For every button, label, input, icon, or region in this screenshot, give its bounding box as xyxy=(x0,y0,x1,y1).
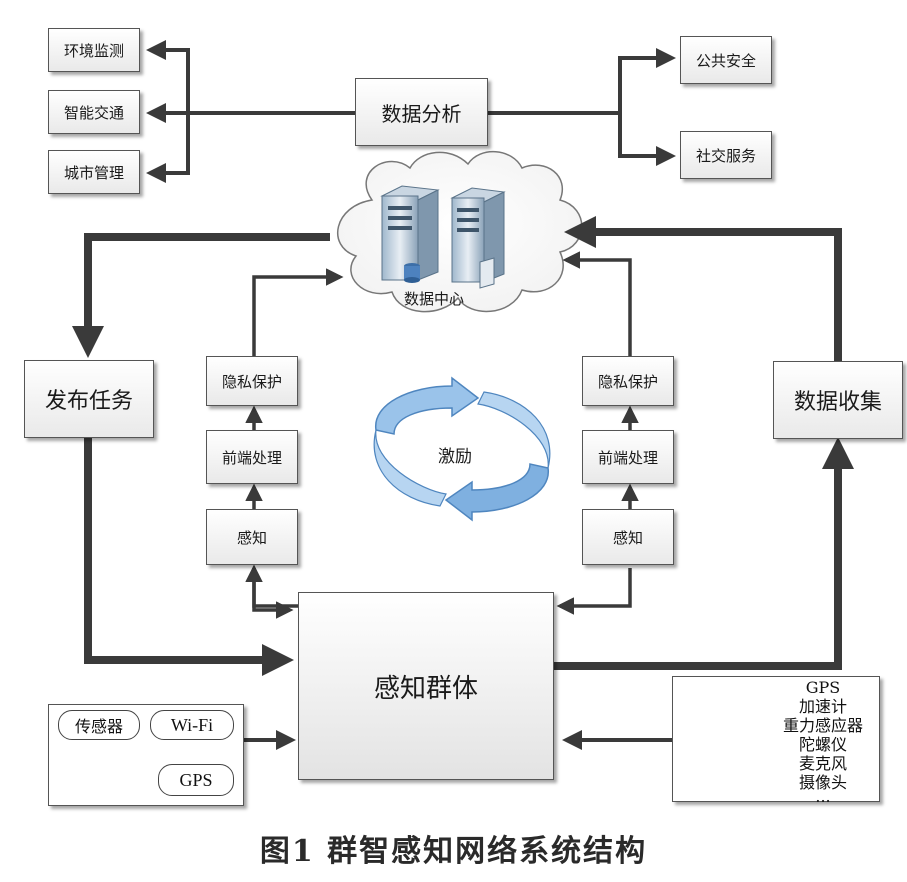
privacy-label: 隐私保护 xyxy=(597,372,658,391)
publish-task-label: 发布任务 xyxy=(44,389,133,414)
output-label: 城市管理 xyxy=(63,163,124,182)
left-preprocessing-box: 前端处理 xyxy=(206,430,298,484)
sensor-item: ... xyxy=(815,787,831,806)
output-environment-monitoring: 环境监测 xyxy=(48,28,140,72)
output-public-safety: 公共安全 xyxy=(680,36,772,84)
sensing-crowd-box: 感知群体 xyxy=(298,592,554,780)
output-label: 社交服务 xyxy=(695,146,756,165)
right-preprocessing-box: 前端处理 xyxy=(582,430,674,484)
publish-task-box: 发布任务 xyxy=(24,360,154,438)
incentive-label: 激励 xyxy=(438,447,472,467)
output-label: 智能交通 xyxy=(63,103,124,122)
sensor-item: GPS xyxy=(805,678,841,697)
analysis-right-connectors xyxy=(488,48,676,166)
collection-to-center-connector xyxy=(564,216,842,361)
right-sensing-box: 感知 xyxy=(582,509,674,565)
data-analysis-label: 数据分析 xyxy=(381,101,462,126)
sensor-tag: 传感器 xyxy=(58,710,140,740)
left-sensing-box: 感知 xyxy=(206,509,298,565)
server-icon xyxy=(450,187,506,289)
right-pipeline-connectors xyxy=(556,251,639,615)
data-center-label: 数据中心 xyxy=(404,290,465,308)
sensing-label: 感知 xyxy=(612,528,643,547)
output-label: 环境监测 xyxy=(63,41,124,60)
preprocess-label: 前端处理 xyxy=(221,448,282,467)
task-to-crowd-connector xyxy=(84,438,294,676)
phone-sensor-list: GPS 加速计 重力感应器 陀螺仪 麦克风 摄像头 ... xyxy=(767,678,879,806)
publish-task-connector xyxy=(72,233,330,358)
gps-tag: GPS xyxy=(158,764,234,796)
output-city-management: 城市管理 xyxy=(48,150,140,194)
figure-caption: 图1 群智感知网络系统结构 xyxy=(259,834,648,869)
sensor-item: 加速计 xyxy=(798,697,847,716)
data-collection-label: 数据收集 xyxy=(793,390,882,415)
sensor-item: 麦克风 xyxy=(798,754,847,773)
preprocess-label: 前端处理 xyxy=(597,448,658,467)
incentive-cycle-icon xyxy=(373,376,551,522)
sensor-item: 陀螺仪 xyxy=(798,735,847,754)
server-icon xyxy=(380,185,440,283)
sensor-item: 摄像头 xyxy=(798,773,847,792)
analysis-left-connectors xyxy=(146,40,355,183)
privacy-label: 隐私保护 xyxy=(221,372,282,391)
wifi-tag: Wi-Fi xyxy=(150,710,234,740)
crowd-to-left-sensing-connector xyxy=(252,568,294,619)
sensor-item: 重力感应器 xyxy=(782,716,863,735)
left-privacy-protection-box: 隐私保护 xyxy=(206,356,298,406)
output-social-services: 社交服务 xyxy=(680,131,772,179)
crowd-to-collection-connector xyxy=(554,437,854,670)
output-label: 公共安全 xyxy=(695,51,756,70)
sensing-label: 感知 xyxy=(236,528,267,547)
sensing-crowd-label: 感知群体 xyxy=(373,673,478,704)
data-analysis-box: 数据分析 xyxy=(355,78,488,146)
output-intelligent-transport: 智能交通 xyxy=(48,90,140,134)
right-privacy-protection-box: 隐私保护 xyxy=(582,356,674,406)
data-collection-box: 数据收集 xyxy=(773,361,903,439)
phone-device-panel xyxy=(672,676,880,802)
